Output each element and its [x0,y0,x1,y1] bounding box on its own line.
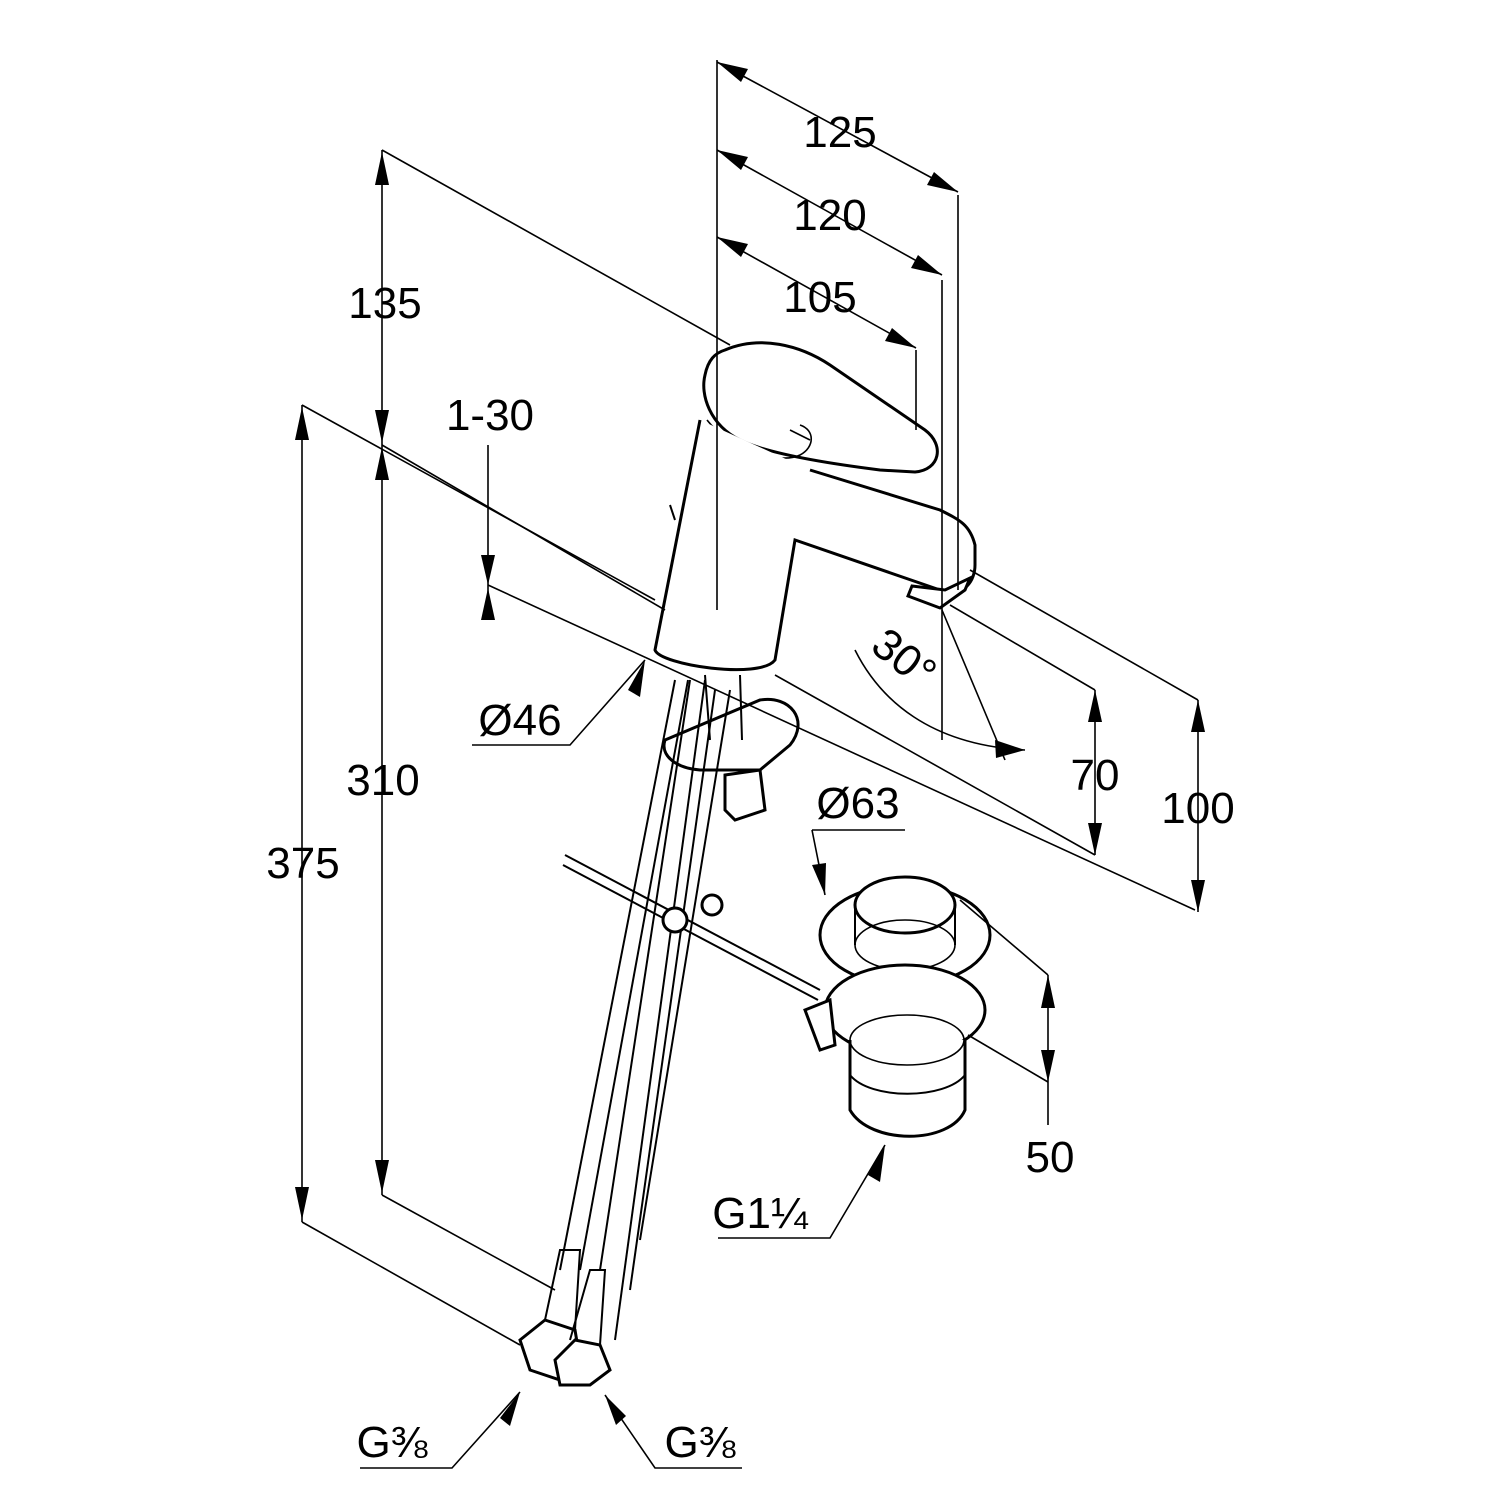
dim-105: 105 [783,273,856,322]
arrowheads [295,62,1205,1426]
rod-clamp [661,906,689,934]
rod-screw [700,893,724,917]
dim-angle-30: 30° [863,619,946,699]
thread-g1-1-4: G1¼ [712,1189,809,1238]
dim-70: 70 [1071,751,1120,800]
dim-100: 100 [1161,784,1234,833]
supply-hoses [518,679,731,1387]
dim-120: 120 [793,191,866,240]
thread-g3-8-left: G⅜ [357,1418,428,1467]
dim-310: 310 [346,756,419,805]
drain-plug [853,875,957,935]
mounting-bracket [662,697,800,772]
dim-diameter-63: Ø63 [816,779,899,828]
faucet-lever [702,341,939,474]
aerator [906,574,973,610]
dim-diameter-46: Ø46 [478,696,561,745]
faucet [653,341,977,822]
dim-1-30: 1-30 [446,391,534,440]
dim-135: 135 [348,279,421,328]
thread-g3-8-right: G⅜ [665,1418,736,1467]
mounting-nut [723,768,767,822]
dim-125: 125 [803,108,876,157]
popup-rod-stub [669,504,676,521]
drain-body [848,1040,967,1138]
dim-50: 50 [1026,1133,1075,1182]
drain-fitting [803,875,992,1138]
dim-375: 375 [266,839,339,888]
lever-hinge [789,429,811,441]
popup-rod [562,854,821,1001]
drain-link [803,997,837,1052]
hose-fitting-right [553,1338,612,1387]
